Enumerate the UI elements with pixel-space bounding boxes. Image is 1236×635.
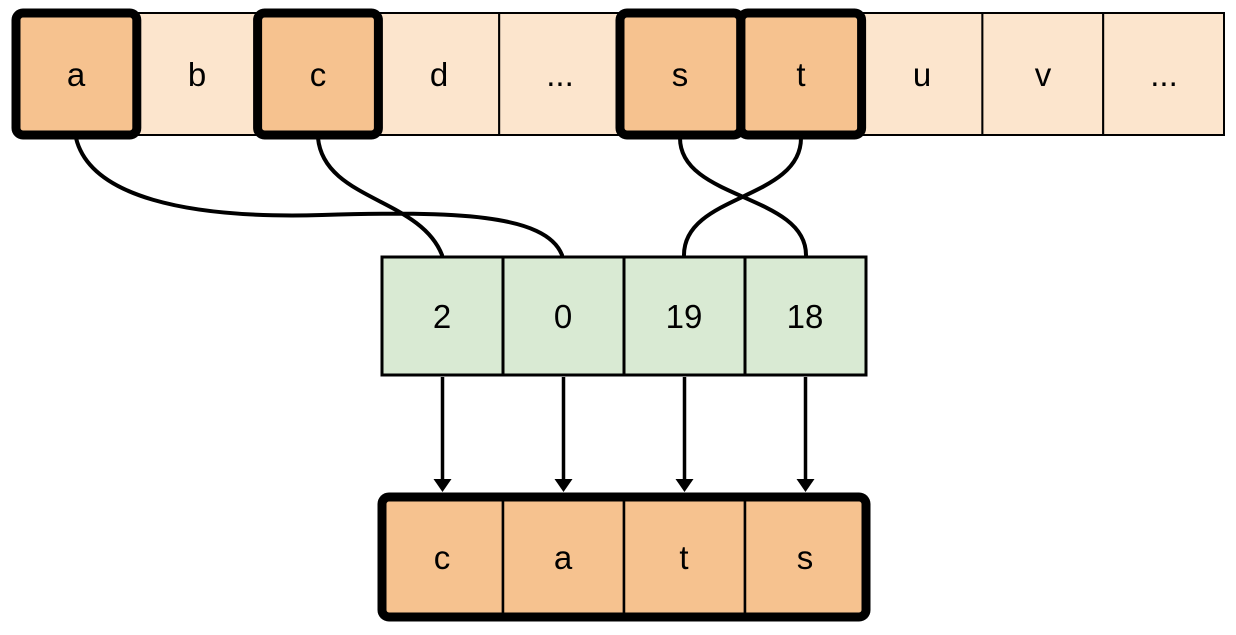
result-letter-3: s: [797, 539, 814, 576]
arrow-head-2: [675, 479, 694, 492]
curve-t-to-index19: [682, 136, 803, 257]
alphabet-label-u: u: [913, 56, 931, 93]
alphabet-cell-ellipsis-2: [1102, 12, 1225, 136]
index-value-2: 19: [666, 298, 703, 335]
arrow-head-3: [796, 479, 815, 492]
curve-a-to-index0: [74, 136, 564, 257]
alphabet-label-ellipsis-1: ...: [546, 56, 574, 93]
index-value-0: 2: [433, 298, 451, 335]
alphabet-label-b: b: [188, 56, 206, 93]
alphabet-cell-a: [15, 12, 138, 136]
result-cell-1: [501, 495, 626, 619]
alphabet-label-t: t: [796, 56, 805, 93]
result-letter-2: t: [679, 539, 688, 576]
arrow-head-0: [433, 479, 452, 492]
mapping-curves: [74, 136, 808, 257]
curve-c-to-index2: [316, 136, 444, 257]
alphabet-label-d: d: [430, 56, 448, 93]
highlight-border-c: [253, 8, 383, 140]
index-value-3: 18: [787, 298, 824, 335]
index-cell-2: [622, 255, 747, 377]
result-letter-0: c: [434, 539, 451, 576]
alphabet-label-a: a: [67, 56, 86, 93]
index-value-1: 0: [554, 298, 572, 335]
result-row-border: [377, 492, 871, 622]
alphabet-label-s: s: [672, 56, 689, 93]
index-row: 2 0 19 18: [380, 255, 868, 377]
index-cell-3: [743, 255, 868, 377]
highlight-border-a: [11, 8, 142, 140]
arrow-head-1: [554, 479, 573, 492]
alphabet-label-ellipsis-2: ...: [1150, 56, 1178, 93]
result-letter-1: a: [554, 539, 573, 576]
alphabet-label-v: v: [1035, 56, 1052, 93]
index-to-result-arrows: [433, 377, 815, 492]
highlight-border-t: [736, 8, 867, 140]
alphabet-row: a b c d ... s t u v ...: [11, 8, 1225, 140]
alphabet-cell-v: [981, 12, 1105, 136]
alphabet-label-c: c: [310, 56, 327, 93]
alphabet-cell-ellipsis-1: [498, 12, 622, 136]
index-cell-0: [380, 255, 505, 377]
result-row: c a t s: [377, 492, 871, 622]
alphabet-cell-b: [135, 12, 259, 136]
